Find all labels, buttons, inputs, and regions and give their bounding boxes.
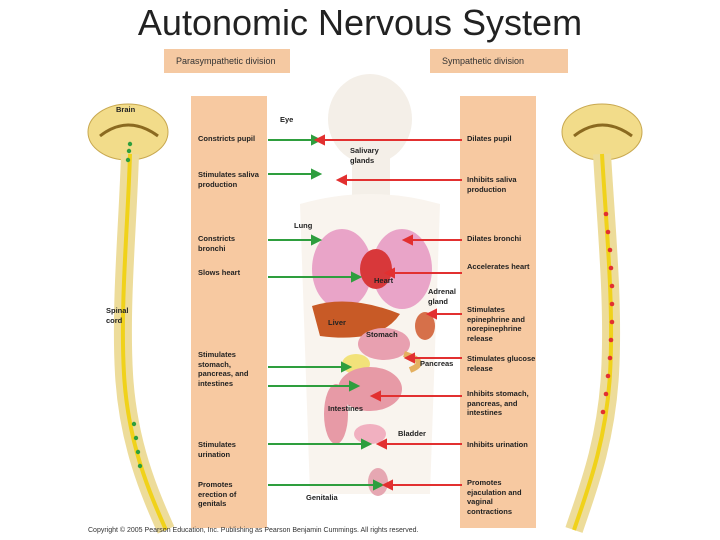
para-effect-urination: Stimulates urination: [198, 440, 236, 459]
eye-label: Eye: [280, 115, 294, 124]
symp-effect-bronchi: Dilates bronchi: [467, 234, 522, 243]
spinal-cord-label: Spinal cord: [106, 306, 129, 325]
para-effect-saliva: Stimulates saliva production: [198, 170, 259, 189]
para-effect-genitals: Promotes erection of genitals: [198, 480, 237, 508]
symp-effect-glucose: Stimulates glucose release: [467, 354, 536, 373]
para-effect-digestion: Stimulates stomach, pancreas, and intest…: [198, 350, 249, 388]
copyright-notice: Copyright © 2005 Pearson Education, Inc.…: [88, 527, 419, 534]
symp-effect-urination: Inhibits urination: [467, 440, 528, 449]
right-spinal-column: [561, 103, 643, 533]
heart-label: Heart: [374, 276, 394, 285]
intestines-label: Intestines: [328, 404, 364, 413]
sympathetic-arrows: [313, 134, 462, 491]
symp-effect-ejaculation: Promotes ejaculation and vaginal contrac…: [467, 478, 522, 516]
symp-effect-heart: Accelerates heart: [467, 262, 530, 271]
parasympathetic-panel: [191, 96, 267, 528]
left-spinal-column: [87, 103, 175, 534]
anatomy-drawing: [87, 74, 643, 534]
sympathetic-header: Sympathetic division: [430, 49, 568, 73]
para-effect-pupil: Constricts pupil: [198, 134, 256, 143]
para-effect-heart: Slows heart: [198, 268, 241, 277]
brain-label: Brain: [116, 105, 136, 114]
parasympathetic-header: Parasympathetic division: [164, 49, 290, 73]
ans-diagram: Parasympathetic division Sympathetic div…: [80, 44, 650, 534]
body-organs: [300, 74, 440, 496]
pancreas-label: Pancreas: [420, 359, 454, 368]
para-effect-bronchi: Constricts bronchi: [198, 234, 236, 253]
parasympathetic-arrows: [268, 134, 385, 491]
genitalia-label: Genitalia: [306, 493, 338, 502]
sympathetic-panel: [460, 96, 536, 528]
adrenal-gland-label: Adrenal gland: [428, 287, 456, 306]
salivary-glands-label: Salivary glands: [350, 146, 379, 165]
symp-effect-saliva: Inhibits saliva production: [467, 175, 517, 194]
symp-effect-digestion: Inhibits stomach, pancreas, and intestin…: [467, 389, 529, 417]
liver-label: Liver: [328, 318, 346, 327]
symp-effect-pupil: Dilates pupil: [467, 134, 512, 143]
lung-label: Lung: [294, 221, 313, 230]
symp-effect-epinephrine: Stimulates epinephrine and norepinephrin…: [467, 305, 525, 343]
bladder-label: Bladder: [398, 429, 426, 438]
slide-title: Autonomic Nervous System: [137, 2, 583, 43]
stomach-label: Stomach: [366, 330, 398, 339]
